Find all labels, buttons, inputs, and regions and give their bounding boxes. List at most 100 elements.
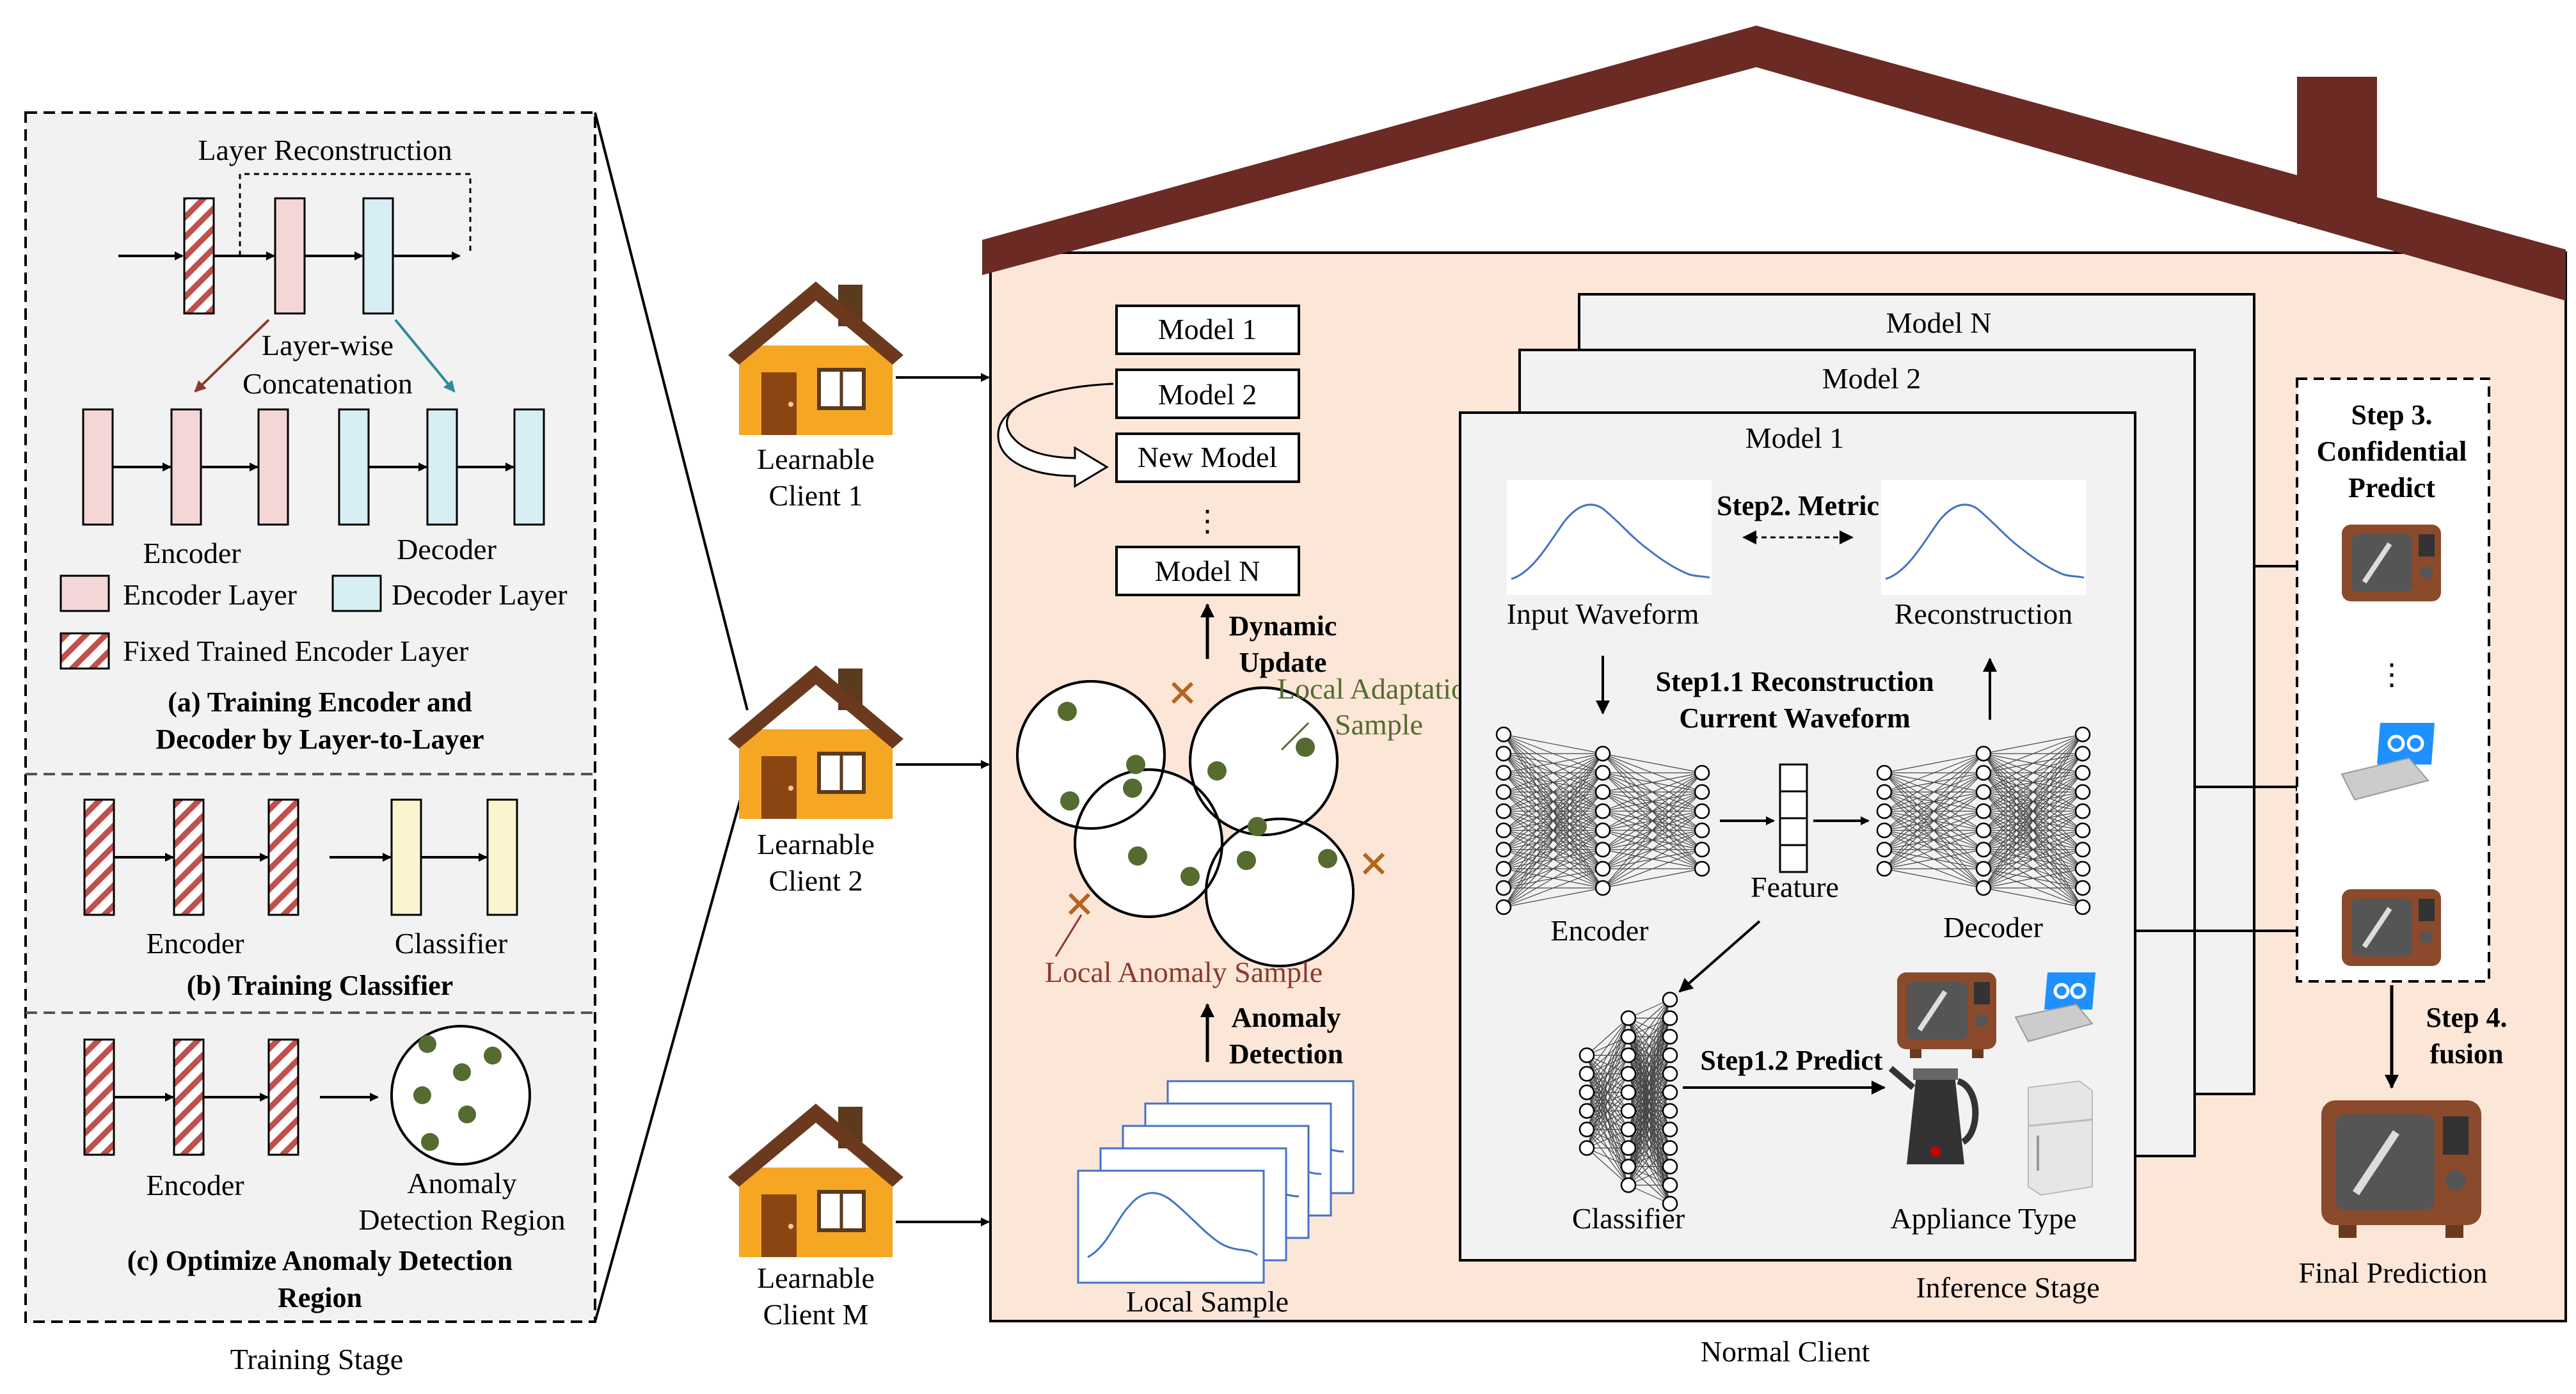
step2-label: Step2. Metric <box>1717 490 1879 521</box>
inference-stage: Model N Model 2 Model 1 Input Waveform R… <box>1459 293 2255 1262</box>
fridge-icon <box>2028 1080 2093 1196</box>
decoder-network <box>1876 726 2091 915</box>
local-sample-stack <box>1077 1080 1355 1284</box>
classifier-stack-b <box>390 798 518 916</box>
client-1: Learnable Client 1 <box>728 281 990 512</box>
training-stage-panel: Layer Reconstruction Layer-wise Concaten… <box>24 111 596 1323</box>
client-1-line2: Client 1 <box>769 479 863 512</box>
encoder-stack-c <box>83 1038 299 1156</box>
house-icon <box>728 1104 903 1257</box>
final-prediction-tv-icon <box>2321 1100 2481 1238</box>
fixed-encoder-layer <box>183 197 215 315</box>
model-ellipsis: ⋮ <box>1193 505 1222 537</box>
client-m-line2: Client M <box>763 1298 869 1331</box>
classifier-label-inference: Classifier <box>1572 1202 1685 1235</box>
reconstruction-label: Reconstruction <box>1895 598 2073 630</box>
client-m-line1: Learnable <box>757 1262 875 1294</box>
caption-b: (b) Training Classifier <box>187 970 453 1001</box>
step3-vdots: ⋮ <box>2377 658 2406 691</box>
decoder-label-inference: Decoder <box>1943 911 2043 944</box>
decoder-stack-a <box>338 408 545 526</box>
decoder-layer <box>362 197 394 315</box>
model-list: Model 1 Model 2 New Model ⋮ Model N <box>997 305 1300 596</box>
anomaly-detection-line1: Anomaly <box>1231 1002 1340 1033</box>
anomaly-cross-icon <box>1068 681 1385 915</box>
appliance-type-label: Appliance Type <box>1890 1202 2076 1235</box>
encoder-label-inference: Encoder <box>1550 914 1648 947</box>
house-icon <box>728 281 903 435</box>
model-1-box <box>1115 305 1300 355</box>
feature-vector <box>1779 763 1808 873</box>
concat-label-line1: Layer-wise <box>262 329 394 361</box>
step4-line1: Step 4. <box>2426 1002 2507 1033</box>
normal-client-label: Normal Client <box>1701 1335 1870 1368</box>
confidential-predict-panel: Step 3. Confidential Predict ⋮ <box>2296 377 2490 983</box>
step3-line1: Step 3. <box>2351 399 2432 431</box>
dynamic-update-line2: Update <box>1239 647 1327 678</box>
local-anomaly-label: Local Anomaly Sample <box>1045 956 1323 988</box>
classifier-label-b: Classifier <box>395 927 507 960</box>
legend-fixed-label: Fixed Trained Encoder Layer <box>123 635 468 667</box>
feature-label: Feature <box>1751 871 1839 903</box>
model-n-label: Model N <box>1155 555 1260 587</box>
legend-encoder-label: Encoder Layer <box>123 578 297 611</box>
final-prediction-label: Final Prediction <box>2298 1256 2487 1289</box>
local-adaptation-line1: Local Adaptation <box>1277 672 1481 705</box>
client-m: Learnable Client M <box>728 1104 990 1331</box>
zoom-line-top <box>594 112 749 711</box>
step12-label: Step1.2 Predict <box>1700 1045 1882 1076</box>
encoder-label-b: Encoder <box>146 927 244 960</box>
reconstruction-plot <box>1881 480 2086 595</box>
legend-fixed-swatch <box>60 632 110 670</box>
model-1-title: Model 1 <box>1745 422 1845 454</box>
step11-line1: Step1.1 Reconstruction <box>1655 666 1934 697</box>
layer-reconstruction-label: Layer Reconstruction <box>198 134 452 166</box>
anomaly-detection-line2: Detection <box>1229 1038 1343 1070</box>
legend-decoder-swatch <box>331 574 382 612</box>
model-1-label: Model 1 <box>1158 313 1257 345</box>
local-adaptation-region <box>1016 680 1355 967</box>
tv-icon <box>2342 525 2441 601</box>
caption-c-line1: (c) Optimize Anomaly Detection <box>127 1245 513 1276</box>
concat-label-line2: Concatenation <box>242 367 413 400</box>
dynamic-update-line1: Dynamic <box>1229 610 1337 642</box>
step3-line2: Confidential <box>2317 436 2467 467</box>
local-adaptation-line2: Sample <box>1335 708 1423 741</box>
inference-stage-label: Inference Stage <box>1916 1271 2099 1304</box>
computer-icon <box>2341 723 2435 801</box>
encoder-label-c: Encoder <box>146 1169 244 1201</box>
roof <box>982 26 2566 301</box>
house-icon <box>728 665 903 819</box>
encoder-layer <box>274 197 306 315</box>
model-2-box <box>1115 368 1300 419</box>
caption-c-line2: Region <box>278 1282 362 1313</box>
model-n-title: Model N <box>1886 306 1992 339</box>
legend: Encoder Layer Decoder Layer Fixed Traine… <box>60 574 568 670</box>
client-1-line1: Learnable <box>757 443 875 475</box>
computer-icon <box>2014 972 2095 1043</box>
caption-a-line1: (a) Training Encoder and <box>168 686 472 718</box>
input-waveform-plot <box>1507 480 1712 595</box>
caption-a-line2: Decoder by Layer-to-Layer <box>155 724 484 755</box>
encoder-network <box>1495 726 1710 915</box>
zoom-line-bottom <box>594 773 749 1322</box>
client-2-line1: Learnable <box>757 828 875 860</box>
client-2: Learnable Client 2 <box>728 665 990 897</box>
classifier-network <box>1578 992 1678 1212</box>
client-2-line2: Client 2 <box>769 864 863 897</box>
encoder-stack-a <box>82 408 289 526</box>
tv-icon <box>2342 889 2441 966</box>
step11-line2: Current Waveform <box>1679 702 1910 734</box>
anomaly-region-circle <box>390 1025 531 1166</box>
model-2-title: Model 2 <box>1822 362 1921 395</box>
new-model-box <box>1115 432 1300 483</box>
kettle-icon <box>1888 1066 1979 1164</box>
encoder-stack-b <box>83 798 299 916</box>
model-n-box <box>1115 546 1300 596</box>
tv-icon <box>1897 972 1996 1058</box>
region-label-line1: Anomaly <box>407 1167 516 1200</box>
update-curved-arrow <box>997 383 1114 488</box>
model-2-label: Model 2 <box>1158 378 1257 411</box>
legend-decoder-label: Decoder Layer <box>392 578 568 611</box>
